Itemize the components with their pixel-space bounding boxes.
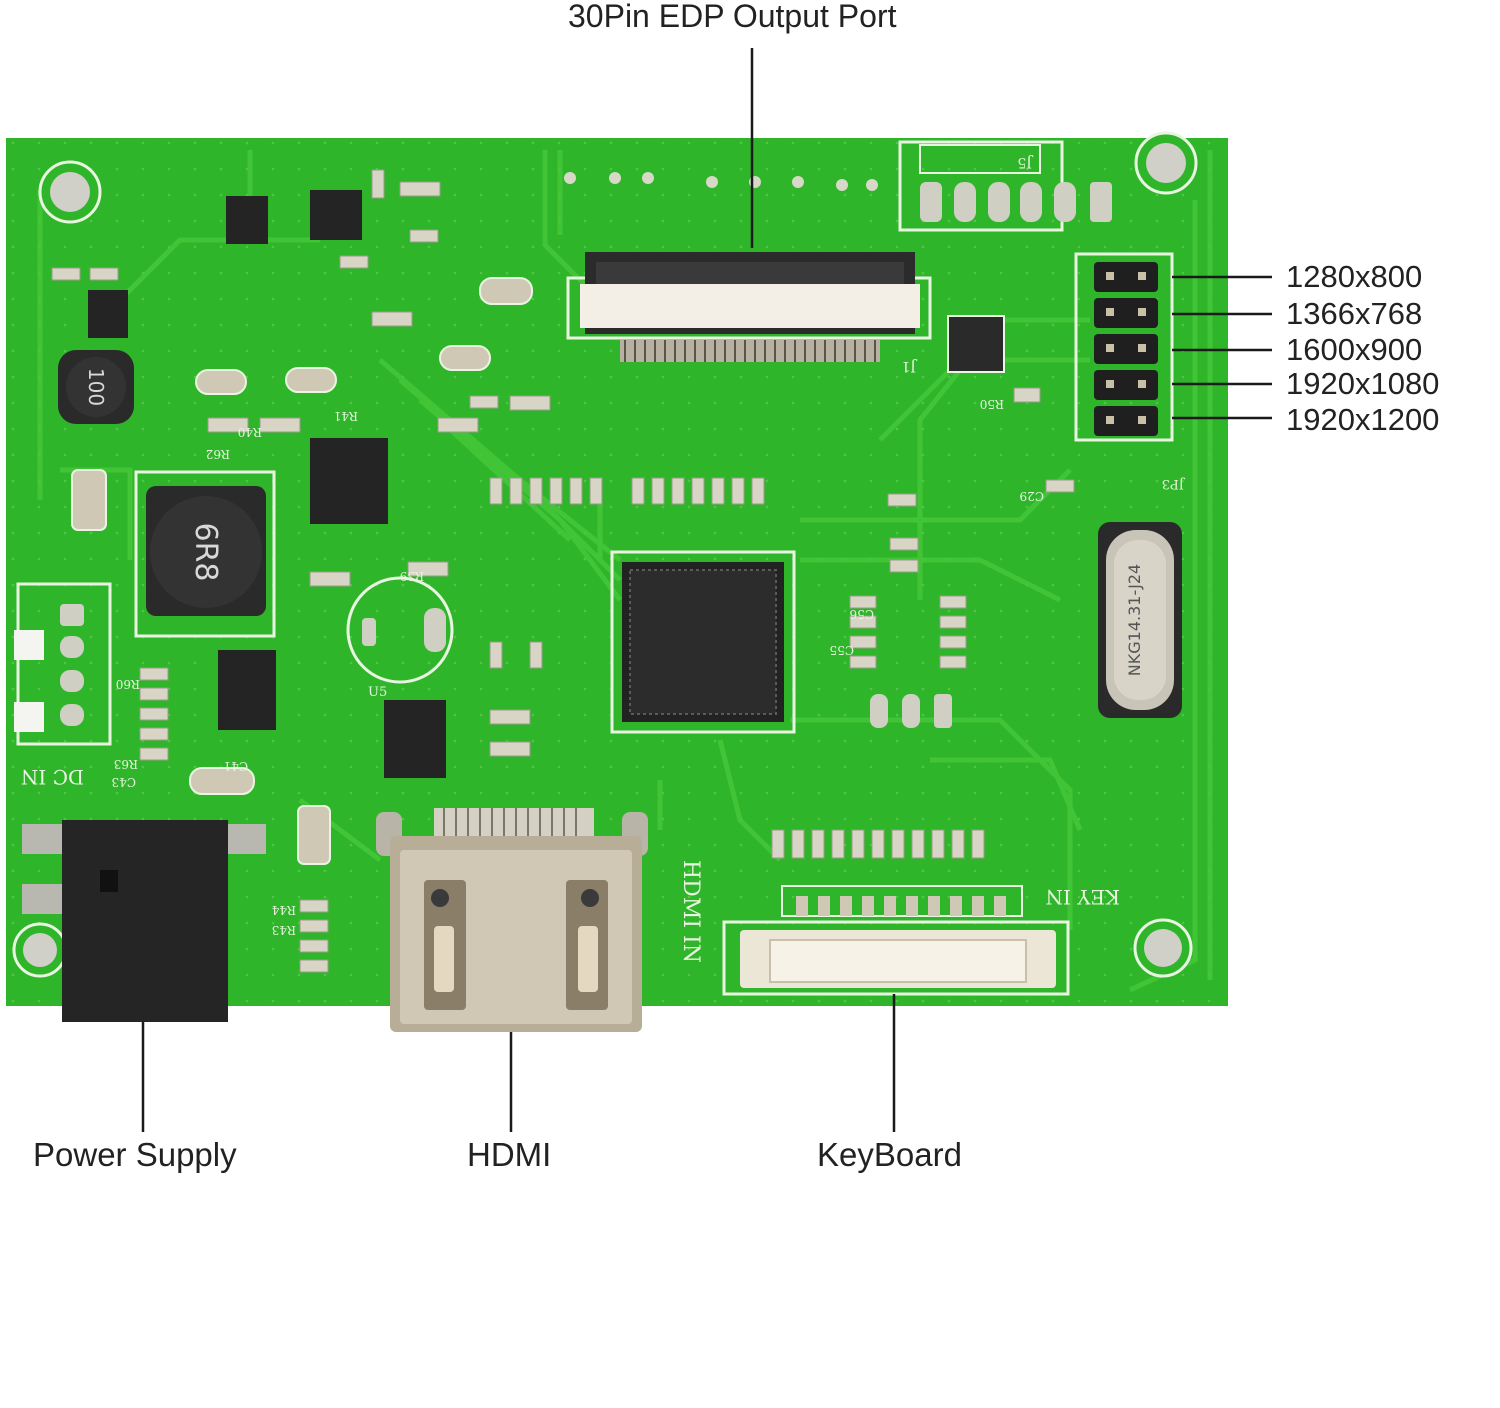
- capacitors: [71, 277, 533, 865]
- con4-small: [870, 694, 952, 728]
- silk-c56: C56: [850, 607, 874, 621]
- edp-connector: [566, 252, 932, 362]
- label-keyboard: KeyBoard: [817, 1136, 962, 1173]
- silk-r39: R39: [400, 569, 424, 583]
- res-label-5: 1920x1200: [1286, 402, 1440, 437]
- power-jack: [22, 820, 266, 1022]
- main-soc: [610, 550, 796, 734]
- silk-key-in: KEY IN: [1045, 885, 1120, 909]
- callout-lines: [141, 48, 1272, 1132]
- silk-r40: R40: [238, 425, 262, 439]
- silk-r62: R62: [206, 447, 230, 461]
- silk-c41: C41: [224, 759, 248, 773]
- silk-r44: R44: [271, 903, 296, 917]
- label-power-supply: Power Supply: [33, 1136, 237, 1173]
- soic-chips: [88, 190, 446, 778]
- j5-header: [898, 140, 1112, 232]
- keyboard-connector: [722, 885, 1070, 996]
- inductor-6r8-label: 6R8: [188, 522, 223, 581]
- silk-u5: U5: [368, 685, 387, 700]
- silk-c43: C43: [112, 775, 136, 789]
- mounting-holes: [12, 131, 1198, 978]
- silk-c55: C55: [830, 643, 854, 657]
- inductor-6r8: 6R8: [134, 470, 276, 638]
- smd-passives: [51, 169, 1075, 973]
- crystal-label: NKG14.31-J24: [1125, 564, 1144, 676]
- silk-r60: R60: [116, 677, 140, 691]
- silk-c29: C29: [1020, 489, 1044, 503]
- res-label-1: 1280x800: [1286, 259, 1423, 294]
- inductor-100-label: 100: [84, 368, 108, 406]
- hdmi-connector: [376, 808, 648, 1032]
- center-jumper: [346, 576, 454, 684]
- res-label-2: 1366x768: [1286, 296, 1423, 331]
- silk-hdmi-in: HDMI IN: [678, 860, 703, 963]
- test-points: [564, 172, 878, 191]
- silk-r41: R41: [334, 409, 358, 423]
- eeprom-chip: [947, 315, 1005, 373]
- silk-r63: R63: [114, 757, 138, 771]
- inductor-100: 100: [58, 350, 134, 424]
- left-header: [14, 582, 112, 746]
- silk-j1: J1: [901, 358, 918, 374]
- res-label-4: 1920x1080: [1286, 366, 1440, 401]
- silk-r50: R50: [980, 397, 1004, 411]
- crystal-oscillator: NKG14.31-J24: [1098, 522, 1182, 718]
- label-hdmi: HDMI: [467, 1136, 552, 1173]
- label-edp-port: 30Pin EDP Output Port: [568, 0, 897, 34]
- jp3-jumper-header: [1074, 252, 1174, 442]
- silk-j5: J5: [1017, 154, 1034, 170]
- res-label-3: 1600x900: [1286, 332, 1423, 367]
- silk-r43: R43: [272, 923, 296, 937]
- silk-dc-in: DC IN: [21, 765, 84, 789]
- silk-jp3: JP3: [1162, 476, 1186, 491]
